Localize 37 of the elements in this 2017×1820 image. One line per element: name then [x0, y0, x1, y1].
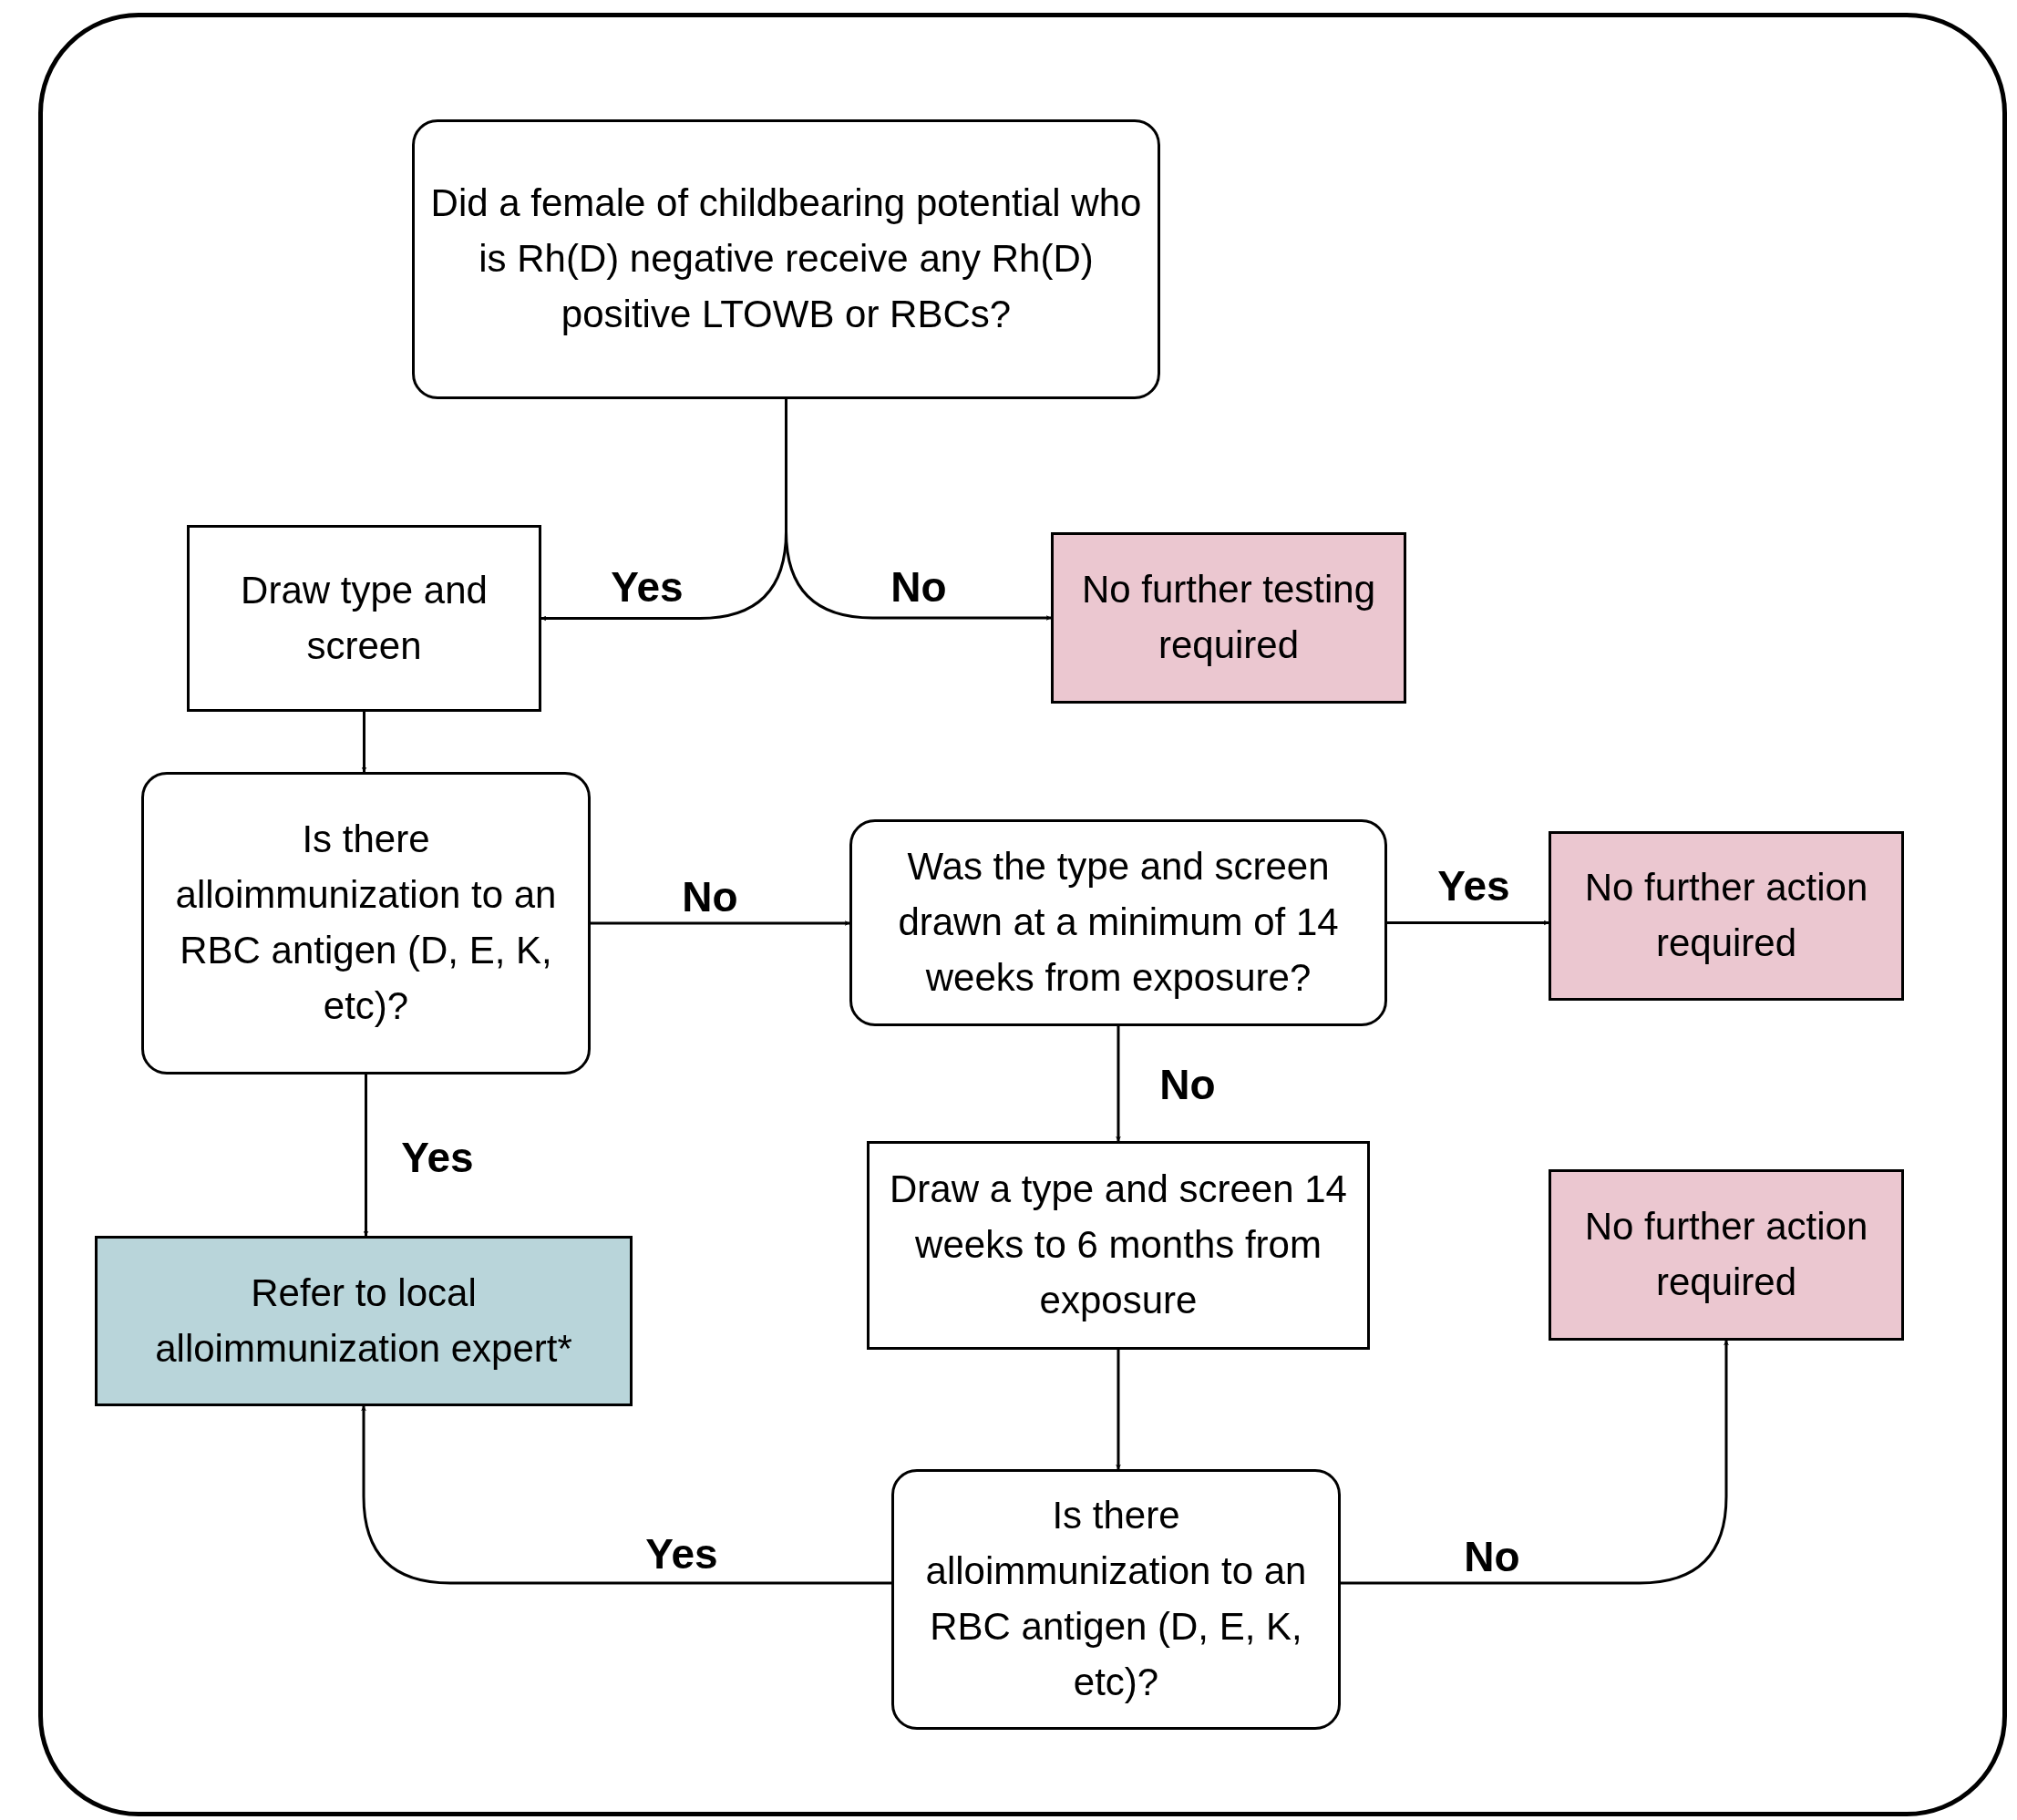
- node-text: Draw a type and screen 14 weeks to 6 months from exposure: [889, 1167, 1348, 1323]
- node-text: Did a female of childbearing potential who is Rh(D) negative receive any Rh(D) positive LTOWB or RBCs?: [429, 180, 1143, 337]
- process-box: [867, 1141, 1370, 1350]
- edge-label: Yes: [401, 1136, 474, 1178]
- edge-label: Yes: [1437, 865, 1510, 907]
- arrow: [1341, 1340, 1729, 1585]
- outcome-box: [1549, 831, 1904, 1001]
- arrow: [785, 399, 1052, 621]
- edge-label: No: [1464, 1536, 1520, 1578]
- node-text: No further testing required: [1080, 567, 1377, 668]
- edge-label: Yes: [645, 1533, 718, 1575]
- edge-label: Yes: [611, 566, 684, 608]
- decision-box: [849, 819, 1387, 1026]
- outcome-box: [95, 1236, 633, 1406]
- node-text: Is there alloimmunization to an RBC antigen (D, E, K, etc)?: [924, 1493, 1308, 1705]
- process-box: [187, 525, 541, 712]
- node-text: Draw type and screen: [240, 567, 489, 669]
- arrow: [361, 712, 367, 773]
- outcome-box: [1549, 1169, 1904, 1341]
- decision-box: [412, 119, 1160, 399]
- arrow: [1116, 1350, 1121, 1470]
- decision-box: [141, 772, 591, 1075]
- node-text: Is there alloimmunization to an RBC antigen (D, E, K, etc)?: [174, 817, 558, 1029]
- arrow: [1116, 1026, 1121, 1142]
- node-text: No further action required: [1583, 1204, 1869, 1305]
- edge-label: No: [890, 566, 947, 608]
- decision-box: [891, 1469, 1341, 1730]
- node-text: Was the type and screen drawn at a minimum of 14 weeks from exposure?: [897, 844, 1340, 1001]
- arrow: [363, 1075, 369, 1237]
- arrow: [361, 1405, 891, 1585]
- edge-label: No: [1159, 1064, 1216, 1105]
- node-text: No further action required: [1583, 865, 1869, 966]
- node-text: Refer to local alloimmunization expert*: [154, 1270, 573, 1372]
- outcome-box: [1051, 532, 1406, 704]
- arrow: [1387, 920, 1549, 926]
- edge-label: No: [682, 876, 738, 918]
- arrow: [591, 920, 850, 926]
